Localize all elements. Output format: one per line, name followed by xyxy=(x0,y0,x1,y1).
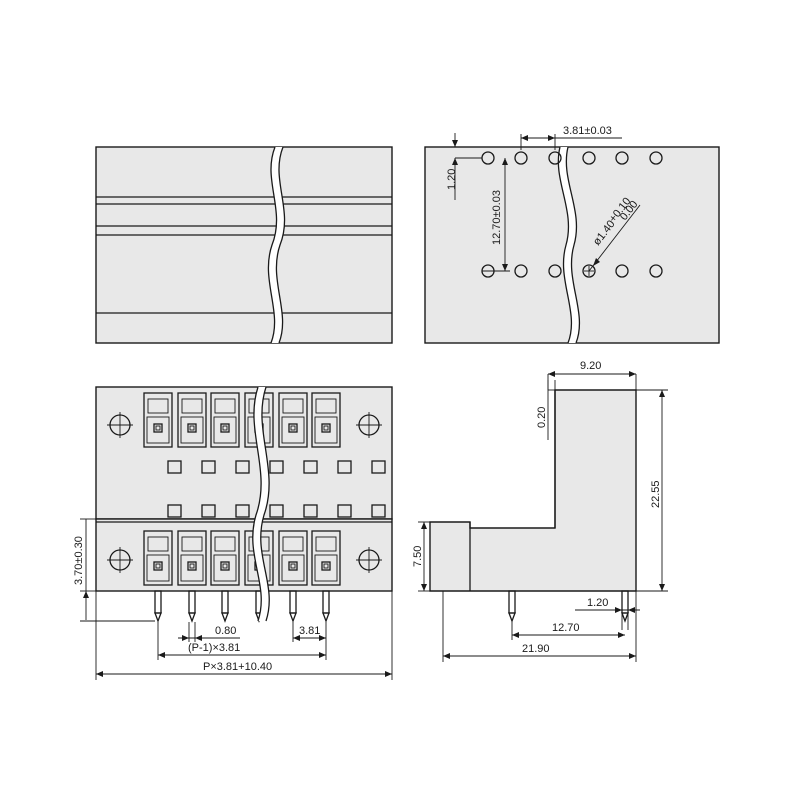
terminal-blocks-upper xyxy=(143,392,341,448)
dim-pin-width-080: 0.80 xyxy=(215,625,236,637)
latch-squares xyxy=(167,460,386,518)
dim-depth-2190: 21.90 xyxy=(522,643,550,655)
dim-height-370: 3.70±0.30 xyxy=(73,536,85,585)
dim-pitch-total: (P-1)×3.81 xyxy=(188,642,240,654)
dim-pin-spacing-1270: 12.70 xyxy=(552,622,580,634)
dim-pitch-381: 3.81 xyxy=(299,625,320,637)
dim-offset-120-top: 1.20 xyxy=(446,169,458,190)
dim-height-2255: 22.55 xyxy=(650,480,662,508)
dim-gap-020: 0.20 xyxy=(536,407,548,428)
dim-width-920: 9.20 xyxy=(580,360,601,372)
dim-pitch-top: 3.81±0.03 xyxy=(563,125,612,137)
front-view xyxy=(80,386,393,680)
dim-overall-length: P×3.81+10.40 xyxy=(203,661,272,673)
top-view xyxy=(95,146,393,344)
pins-front xyxy=(154,590,330,623)
dim-height-750: 7.50 xyxy=(412,546,424,567)
dim-row-spacing: 12.70±0.03 xyxy=(491,190,503,245)
dim-pin-offset-120: 1.20 xyxy=(587,597,608,609)
pcb-layout-view xyxy=(424,133,720,344)
side-view xyxy=(418,371,668,662)
